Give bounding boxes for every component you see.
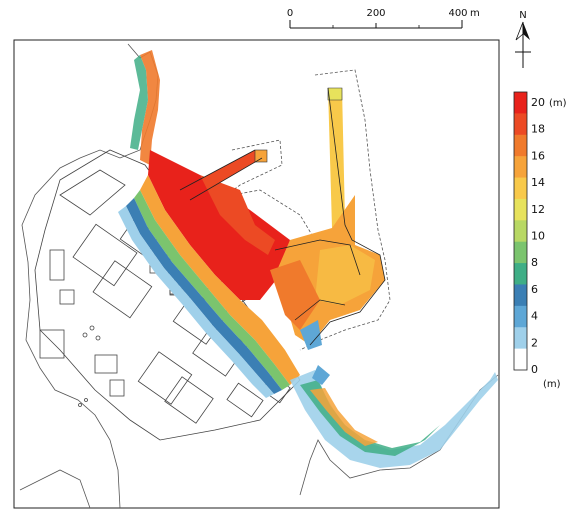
north-label: N bbox=[519, 10, 526, 21]
legend-tick-label: 8 bbox=[531, 256, 538, 269]
legend-top-label: 20 bbox=[531, 96, 545, 109]
legend-swatch bbox=[514, 92, 527, 114]
scale-tick-400: 400 bbox=[448, 8, 467, 19]
legend-swatch bbox=[514, 263, 527, 285]
scale-tick-0: 0 bbox=[287, 8, 293, 19]
depth-legend: 20 (m) 18 16 14 12 10 8 6 4 2 0 (m) bbox=[513, 91, 567, 390]
legend-swatch bbox=[514, 305, 527, 328]
legend-top-unit: (m) bbox=[549, 98, 567, 109]
legend-tick-label: 18 bbox=[531, 123, 545, 136]
legend-bottom-label: 0 bbox=[531, 363, 538, 376]
legend-swatch bbox=[514, 241, 527, 264]
legend-swatch bbox=[514, 177, 527, 200]
legend-swatch bbox=[514, 327, 527, 350]
legend-tick-label: 12 bbox=[531, 203, 545, 216]
scale-bar: 0 200 400 m bbox=[287, 8, 480, 29]
legend-swatch bbox=[514, 220, 527, 243]
legend-swatch bbox=[514, 284, 527, 307]
legend-tick-label: 6 bbox=[531, 283, 538, 296]
legend-tick-label: 16 bbox=[531, 149, 545, 162]
legend-tick-label: 2 bbox=[531, 336, 538, 349]
legend-swatch bbox=[514, 348, 527, 371]
breakwater-outlines bbox=[179, 87, 386, 346]
inundation-depth-fill bbox=[118, 50, 498, 468]
north-arrow-icon: N bbox=[515, 10, 531, 68]
legend-tick-label: 14 bbox=[531, 176, 545, 189]
scale-tick-200: 200 bbox=[366, 8, 385, 19]
legend-swatch bbox=[514, 113, 527, 136]
legend-tick-label: 4 bbox=[531, 310, 538, 323]
scale-unit: m bbox=[470, 8, 480, 19]
legend-tick-label: 10 bbox=[531, 230, 545, 243]
legend-swatch bbox=[514, 198, 527, 221]
legend-swatch bbox=[514, 156, 527, 179]
legend-swatch bbox=[514, 134, 527, 157]
map-frame bbox=[13, 39, 500, 509]
legend-bottom-unit: (m) bbox=[543, 379, 561, 390]
